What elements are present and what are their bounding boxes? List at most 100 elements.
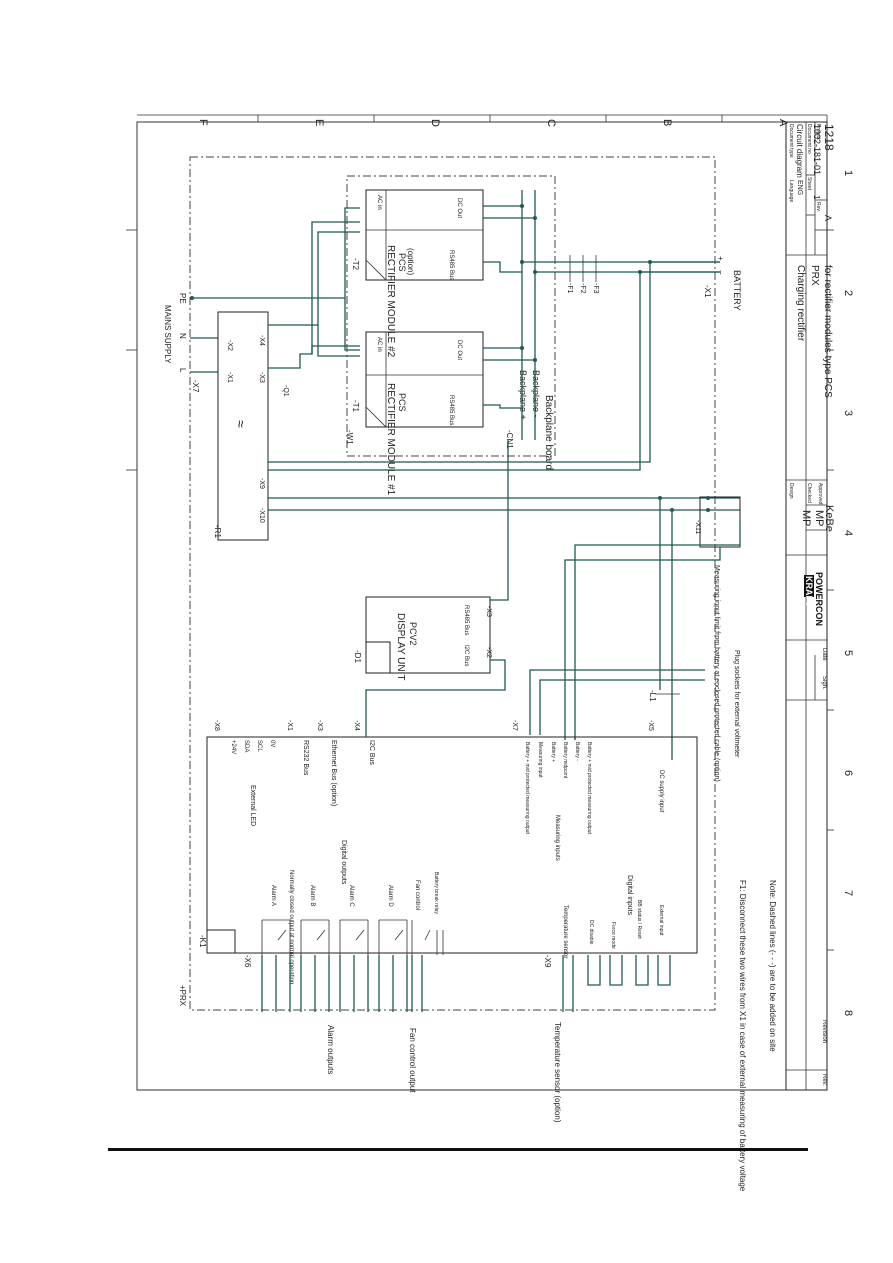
- fuse-f3: -F3: [592, 283, 599, 294]
- display-i2c: I2C Bus: [463, 645, 469, 666]
- svg-text:−: −: [716, 270, 725, 275]
- backplane-plus: Backplane +: [518, 370, 528, 420]
- alarm-c: Alarm C: [348, 885, 354, 907]
- backplane-id: -W1: [345, 430, 354, 445]
- t1-model: PCS: [397, 393, 407, 412]
- display-unit: DISPLAY UNIT PCV2 RS485 Bus I2C Bus -X3 …: [353, 596, 492, 680]
- x8-pin4: 0V: [269, 740, 275, 747]
- alarm-b: Alarm B: [309, 885, 315, 906]
- relay-contacts: [261, 919, 444, 955]
- drawing-frame: [136, 121, 828, 1091]
- grid-row-b: B: [661, 119, 673, 126]
- x11-label: -X11: [694, 520, 701, 534]
- battery-label: BATTERY: [732, 270, 742, 311]
- t2-model: PCS: [397, 253, 407, 272]
- x6-label: -X6: [243, 955, 252, 968]
- tb-docno: 1002-181-01: [812, 124, 822, 175]
- grid-col-numbers: 1 2 3 4 5 6 7 8: [842, 170, 854, 1016]
- t2-bus: RS485 Bus: [448, 250, 454, 280]
- x3-conn: -X3: [316, 720, 323, 731]
- grid-row-d: D: [429, 119, 441, 127]
- temp-option: Temperature sensor (option): [553, 1022, 562, 1123]
- grid-col-1: 1: [842, 170, 854, 176]
- tb-design-label: Design: [788, 483, 794, 499]
- x7-sig-2: Measuring input: [537, 742, 543, 778]
- grid-col-5: 5: [842, 650, 854, 656]
- display-name: DISPLAY UNIT: [395, 613, 406, 680]
- output-wiring: [261, 735, 671, 1012]
- temp-sensor: Temperature sensor: [562, 905, 568, 958]
- svg-text:+: +: [716, 256, 725, 261]
- alarm-d: Alarm D: [387, 885, 393, 907]
- x7-sig-6: Battery + mid protected measuring output: [586, 742, 592, 834]
- mains-n: N: [178, 333, 187, 339]
- tb-date-label: Date: [821, 648, 827, 661]
- tb-title3: for rectifier modules type PCS: [822, 265, 833, 398]
- tb-rev: A: [823, 215, 833, 221]
- mains-x7: -X7: [191, 380, 200, 393]
- battery-x1: -X1: [703, 285, 712, 298]
- alarm-outputs: Alarm outputs: [326, 1025, 335, 1074]
- x7-sig-1: Battery + mid protected measuring output: [524, 742, 530, 834]
- filter-box: [217, 311, 269, 541]
- x7-sig-5: Battery -: [574, 742, 580, 761]
- dc-supply: DC supply input: [658, 770, 664, 813]
- backplane-label: Backplane board: [543, 395, 554, 470]
- t1-dcout: DC Out: [456, 340, 462, 360]
- x8-label: -X8: [213, 720, 220, 731]
- kraft-powercon-logo: KRAFT POWERCON: [804, 572, 824, 626]
- tb-approved: KeBe: [823, 505, 835, 532]
- display-x2: -X2: [485, 647, 492, 658]
- t2-dcout: DC Out: [456, 198, 462, 218]
- l1-label: -L1: [648, 690, 657, 702]
- bb-status: BB status / Reset: [636, 900, 642, 939]
- measuring-x11: -X11: [564, 496, 741, 760]
- mains-supply: MAINS SUPPLY L N PE -X7 ≈ -R1 -X2 -X1 -X…: [163, 293, 289, 541]
- tb-sign-label: Sign.: [821, 676, 827, 690]
- display-id: -D1: [353, 650, 362, 663]
- tb-revision-label: Revision: [821, 1020, 827, 1043]
- fan-control: Fan control: [414, 880, 420, 910]
- grid-row-a: A: [777, 119, 789, 127]
- force-mode: Force mode: [610, 922, 616, 949]
- x1-conn: -X1: [286, 720, 293, 731]
- t2-id: -T2: [351, 258, 360, 271]
- t2-option: (option): [406, 248, 415, 275]
- grid-col-7: 7: [842, 890, 854, 896]
- x8-pin2: SDA: [243, 740, 249, 752]
- k1-label: -K1: [198, 935, 207, 948]
- dc-disable: DC disable: [588, 920, 594, 945]
- grid-row-e: E: [313, 119, 325, 126]
- mains-label: MAINS SUPPLY: [163, 305, 172, 364]
- measuring-inputs: Measuring inputs: [554, 815, 560, 861]
- x7-sig-3: Battery +: [550, 742, 556, 762]
- external-input: External input: [658, 905, 664, 936]
- i2c-label: I2C Bus: [368, 740, 375, 765]
- dc-busbars: [483, 190, 720, 601]
- battery-relay: Battery break relay: [433, 872, 439, 914]
- nc-outputs: Normally closed output at normal operati…: [288, 870, 294, 984]
- grid-col-6: 6: [842, 770, 854, 776]
- tb-checked: MP: [813, 510, 825, 527]
- t1-acin: AC in: [376, 337, 382, 352]
- filter-x9: -X9: [258, 478, 265, 489]
- grid-col-4: 4: [842, 530, 854, 536]
- backplane-minus: Backplane -: [531, 370, 541, 418]
- x8-pin3: SCL: [256, 740, 262, 752]
- title-block: Document type Circuit diagram Document n…: [785, 121, 836, 1091]
- tb-title1: Charging rectifier: [795, 265, 806, 342]
- battery: -F1 -F2 -F3 -X1 BATTERY + −: [566, 255, 742, 311]
- tb-sheet-label: Sheet: [806, 177, 812, 191]
- filter-x2: -X2: [226, 340, 233, 351]
- ethernet-label: Ethernet Bus (option): [330, 740, 337, 806]
- display-x3: -X3: [485, 606, 492, 617]
- tb-doctype-label: Document type: [788, 124, 794, 158]
- tb-lang-label: Language: [788, 180, 794, 202]
- tb-project-label: Project: [815, 124, 821, 140]
- tb-lang: ENG: [796, 180, 803, 195]
- tb-checked-label: Checked: [806, 483, 812, 503]
- tb-design: MP: [800, 510, 812, 527]
- display-rs485: RS485 Bus: [463, 605, 469, 635]
- measuring-note: Measuring input limit from battery at en…: [713, 565, 720, 782]
